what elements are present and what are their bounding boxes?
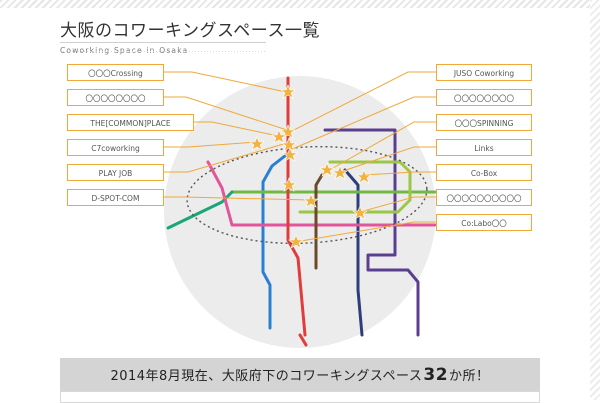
space-label-spinning[interactable]: 〇〇〇SPINNING — [436, 114, 532, 131]
leader-line-right-1 — [287, 71, 436, 134]
space-label-co-box[interactable]: Co-Box — [436, 164, 532, 181]
star-marker — [282, 147, 298, 162]
metro-line-blue — [261, 150, 292, 330]
star-marker — [280, 84, 296, 99]
leader-line-right-4 — [339, 146, 436, 173]
star-marker — [281, 177, 297, 192]
page-header: 大阪のコワーキングスペース一覧 Coworking Space in Osaka — [60, 16, 320, 55]
content-box-below — [60, 391, 540, 403]
star-marker — [352, 205, 368, 220]
top-stripe-decoration — [0, 0, 600, 8]
space-label-common-place[interactable]: THE[COMMON]PLACE — [67, 114, 194, 131]
leader-line-right-2 — [289, 96, 436, 151]
page-subtitle: Coworking Space in Osaka — [60, 46, 320, 55]
metro-line-lime — [298, 160, 412, 214]
leader-line-left-1 — [164, 71, 287, 93]
leader-line-left-4 — [164, 141, 258, 148]
leader-line-right-5 — [363, 171, 436, 176]
star-marker — [288, 234, 304, 249]
star-marker — [319, 162, 335, 177]
star-marker — [332, 165, 348, 180]
leader-line-left-6 — [164, 196, 311, 201]
star-marker — [249, 136, 265, 151]
metro-line-pink — [206, 160, 437, 227]
page-title: 大阪のコワーキングスペース一覧 — [60, 21, 320, 41]
space-label-juso-coworking[interactable]: JUSO Coworking — [436, 64, 532, 81]
metro-line-teal — [166, 190, 234, 230]
space-label-crossing[interactable]: 〇〇〇Crossing — [67, 64, 164, 81]
loop-line-dotted-ring — [186, 145, 428, 245]
subtitle-dotted-rule — [60, 51, 266, 52]
metro-line-red-end — [298, 333, 308, 347]
space-label-co-labo[interactable]: Co:Labo〇〇 — [436, 214, 532, 231]
star-marker — [281, 137, 297, 152]
leader-line-left-3 — [194, 121, 279, 137]
space-label-right-6[interactable]: 〇〇〇〇〇〇〇〇〇〇 — [436, 189, 532, 206]
leader-line-left-5 — [164, 142, 288, 173]
banner-prefix: 2014年8月現在、大阪府下のコワーキングスペース — [110, 369, 423, 384]
leader-line-right-3 — [325, 121, 436, 173]
space-label-c7coworking[interactable]: C7coworking — [67, 139, 164, 156]
metro-line-brown — [314, 173, 324, 270]
title-underline — [60, 42, 266, 43]
banner-count: 32 — [423, 364, 449, 385]
space-label-d-spot-com[interactable]: D-SPOT-COM — [67, 189, 164, 206]
space-label-left-2[interactable]: 〇〇〇〇〇〇〇〇 — [67, 89, 164, 106]
leader-line-right-7 — [294, 221, 436, 243]
space-label-links[interactable]: Links — [436, 139, 532, 156]
space-label-right-2[interactable]: 〇〇〇〇〇〇〇〇 — [436, 89, 532, 106]
metro-line-purple — [323, 128, 420, 337]
metro-line-navy — [343, 168, 364, 337]
banner-suffix: か所！ — [449, 369, 490, 384]
star-marker — [303, 193, 319, 208]
leader-line-right-6 — [359, 196, 436, 213]
leader-line-left-2 — [164, 96, 288, 131]
star-marker — [356, 169, 372, 184]
side-stripe-decoration — [590, 0, 600, 400]
space-label-play-job[interactable]: PLAY JOB — [67, 164, 164, 181]
star-marker — [271, 129, 287, 144]
